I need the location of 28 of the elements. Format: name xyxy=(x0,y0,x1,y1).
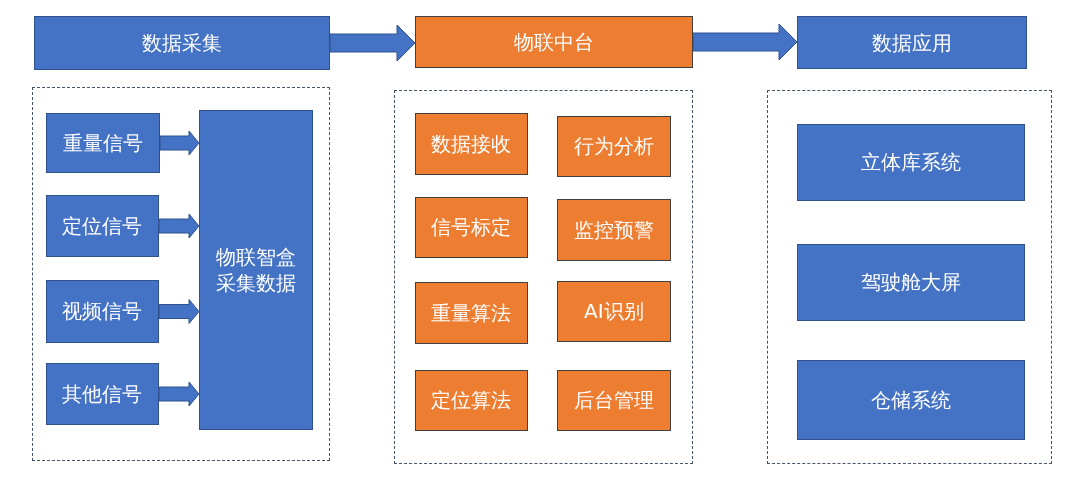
signal-box: 其他信号 xyxy=(45,362,159,425)
system-box: 立体库系统 xyxy=(796,123,1025,201)
dashed-frame xyxy=(767,90,1052,464)
block-arrow xyxy=(159,130,200,156)
function-box: 定位算法 xyxy=(414,369,528,431)
function-box: 监控预警 xyxy=(556,198,671,261)
process-box: 物联智盒采集数据 xyxy=(198,109,313,430)
system-box: 驾驶舱大屏 xyxy=(796,243,1025,321)
function-box: 重量算法 xyxy=(414,281,528,344)
header-box: 数据采集 xyxy=(34,16,330,70)
header-box: 数据应用 xyxy=(797,16,1027,69)
block-arrow xyxy=(158,213,200,239)
function-box: 数据接收 xyxy=(414,112,528,175)
block-arrow xyxy=(158,381,200,407)
system-box: 仓储系统 xyxy=(796,359,1025,440)
signal-box: 视频信号 xyxy=(45,279,159,343)
block-arrow xyxy=(158,299,200,324)
header-box: 物联中台 xyxy=(415,16,693,68)
dashed-frame xyxy=(32,87,330,461)
signal-box: 重量信号 xyxy=(45,112,160,173)
function-box: 后台管理 xyxy=(556,369,671,431)
function-box: 信号标定 xyxy=(414,196,528,258)
function-box: AI识别 xyxy=(556,280,671,342)
block-arrow xyxy=(329,24,416,62)
signal-box: 定位信号 xyxy=(45,194,159,257)
dashed-frame xyxy=(394,90,693,464)
function-box: 行为分析 xyxy=(556,115,671,177)
block-arrow xyxy=(692,23,798,61)
